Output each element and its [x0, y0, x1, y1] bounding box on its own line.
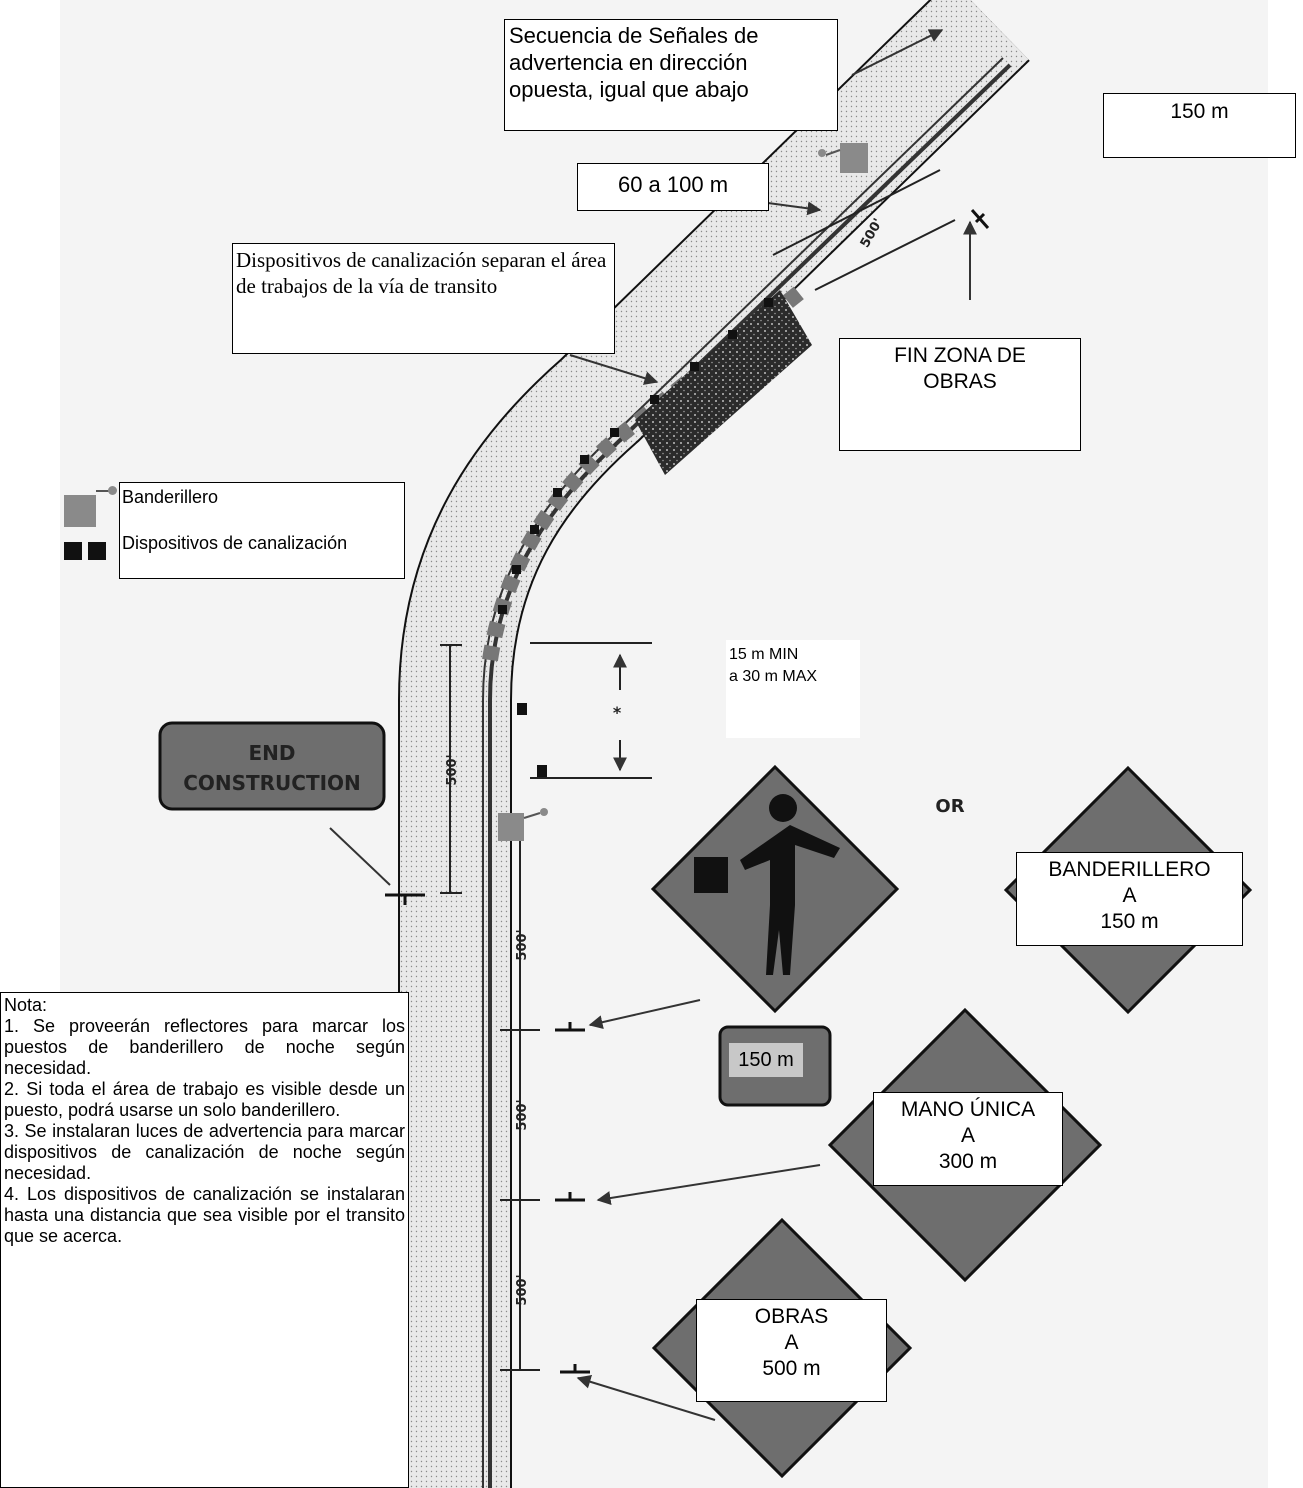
opposite-direction-note: Secuencia de Señales de advertencia en d… [504, 19, 838, 131]
closed-lane [482, 285, 805, 662]
channelization-note: Dispositivos de canalización separan el … [232, 243, 615, 354]
notes-box: Nota: 1. Se proveerán reflectores para m… [0, 992, 409, 1488]
flagger-legend-icon [64, 495, 96, 527]
sign-posts [385, 209, 990, 1374]
note-item-1: 1. Se proveerán reflectores para marcar … [4, 1016, 405, 1078]
distance-150-top: 150 m [1103, 93, 1296, 158]
distance-60-100: 60 a 100 m [577, 163, 769, 211]
legend-flagger-label: Banderillero [122, 487, 219, 507]
one-lane-ahead-label: MANO ÚNICA A 300 m [873, 1092, 1063, 1186]
dim-label-1: 500' [445, 754, 460, 785]
end-sign-line2: CONSTRUCTION [183, 771, 361, 795]
dim-label-3: 500' [515, 1099, 530, 1130]
device-legend-icon [64, 542, 82, 560]
legend-devices-label: Dispositivos de canalización [122, 533, 348, 553]
note-item-3: 3. Se instalaran luces de advertencia pa… [4, 1121, 405, 1183]
road-surface [400, 0, 1029, 1488]
end-sign-line1: END [248, 741, 295, 765]
dim-label-4: 500' [515, 1274, 530, 1305]
taper-distance-label: 15 m MIN a 30 m MAX [726, 640, 860, 738]
plate-150-label: 150 m [729, 1043, 803, 1077]
roadwork-ahead-label: OBRAS A 500 m [696, 1299, 887, 1402]
asterisk-label: * [613, 703, 622, 722]
end-construction-sign: END CONSTRUCTION [158, 721, 386, 811]
road [398, 0, 1030, 1488]
flagger-ahead-sign [650, 764, 900, 1014]
end-work-zone-label: FIN ZONA DE OBRAS [839, 338, 1081, 451]
or-label: OR [935, 796, 964, 817]
channelizing-devices [498, 298, 773, 614]
work-area [635, 290, 812, 475]
flagger-icon [498, 143, 868, 841]
dimension-lines [440, 169, 956, 1371]
banderillero-ahead-label: BANDERILLERO A 150 m [1016, 852, 1243, 946]
leader-arrows [329, 29, 977, 1421]
note-item-4: 4. Los dispositivos de canalización se i… [4, 1184, 405, 1246]
taper-devices [517, 703, 547, 777]
note-item-2: 2. Si toda el área de trabajo es visible… [4, 1079, 405, 1120]
notes-title: Nota: [4, 995, 48, 1015]
dim-label-2: 500' [515, 929, 530, 960]
